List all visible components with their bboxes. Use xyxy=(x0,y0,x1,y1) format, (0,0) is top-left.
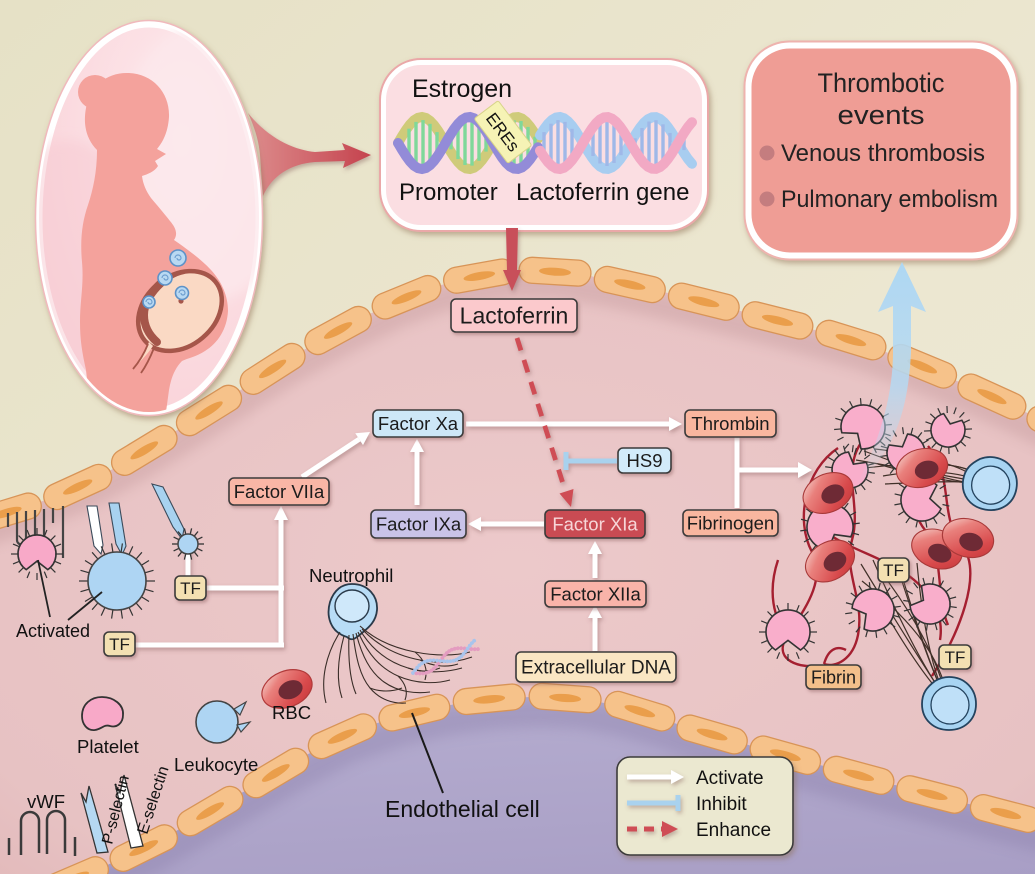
svg-text:Fibrinogen: Fibrinogen xyxy=(687,513,774,534)
svg-text:Thrombotic: Thrombotic xyxy=(818,68,945,98)
svg-text:events: events xyxy=(838,100,925,130)
svg-text:Estrogen: Estrogen xyxy=(412,75,512,103)
svg-text:TF: TF xyxy=(109,635,130,654)
svg-text:Enhance: Enhance xyxy=(696,820,771,841)
svg-text:Factor Xa: Factor Xa xyxy=(378,413,459,434)
svg-text:Endothelial cell: Endothelial cell xyxy=(385,796,540,822)
svg-text:HS9: HS9 xyxy=(627,450,663,471)
svg-text:Promoter: Promoter xyxy=(399,179,498,206)
svg-text:Extracellular DNA: Extracellular DNA xyxy=(521,658,671,679)
svg-text:Factor IXa: Factor IXa xyxy=(376,514,462,535)
svg-text:Fibrin: Fibrin xyxy=(811,667,856,687)
svg-text:Activated: Activated xyxy=(16,621,90,641)
svg-text:TF: TF xyxy=(945,648,966,667)
svg-text:Pulmonary embolism: Pulmonary embolism xyxy=(781,186,998,213)
svg-text:Activate: Activate xyxy=(696,768,764,789)
svg-text:Thrombin: Thrombin xyxy=(691,413,769,434)
svg-text:RBC: RBC xyxy=(272,702,311,723)
svg-text:TF: TF xyxy=(180,579,201,598)
svg-text:Inhibit: Inhibit xyxy=(696,794,747,815)
svg-text:Platelet: Platelet xyxy=(77,736,139,757)
svg-text:Lactoferrin: Lactoferrin xyxy=(460,303,569,329)
svg-text:Neutrophil: Neutrophil xyxy=(309,565,393,586)
svg-text:Factor XIa: Factor XIa xyxy=(552,514,638,535)
svg-text:Venous thrombosis: Venous thrombosis xyxy=(781,140,985,167)
svg-text:Factor XIIa: Factor XIIa xyxy=(550,584,641,605)
svg-text:Leukocyte: Leukocyte xyxy=(174,754,258,775)
svg-text:TF: TF xyxy=(883,561,904,580)
svg-text:Factor VIIa: Factor VIIa xyxy=(234,481,325,502)
svg-text:vWF: vWF xyxy=(27,791,65,812)
svg-text:Lactoferrin gene: Lactoferrin gene xyxy=(516,179,689,206)
